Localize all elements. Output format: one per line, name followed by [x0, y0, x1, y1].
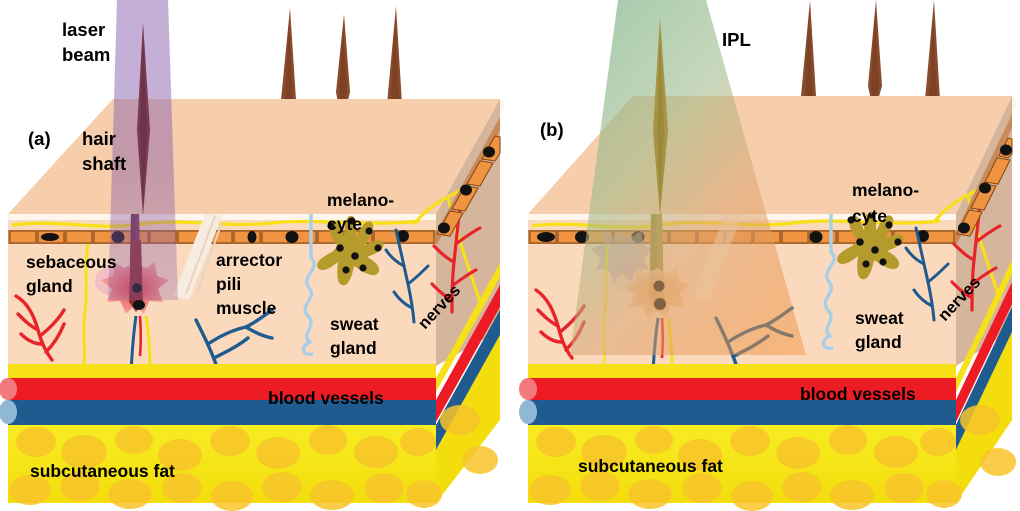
hair-shaft-label-line1: hair	[82, 128, 116, 149]
panel-b-ipl: (b) IPL melano- cyte sweat gland nerves …	[510, 0, 1020, 511]
sweat-gland-label-line1: sweat	[855, 308, 904, 328]
ipl-beam-cone[interactable]	[570, 0, 806, 355]
sweat-gland-label-line2: gland	[855, 332, 902, 352]
arrector-pili-label-line1: arrector	[216, 250, 282, 270]
melanocyte-label-line1: melano-	[852, 180, 919, 200]
panel-b-illustration: (b) IPL melano- cyte sweat gland nerves …	[519, 0, 1018, 511]
arrector-pili-label-line3: muscle	[216, 298, 277, 318]
epidermis-side-strip	[956, 114, 1013, 246]
sweat-gland-label-line2: gland	[330, 338, 377, 358]
hair-shaft-label-line2: shaft	[82, 153, 126, 174]
panel-a-tag: (a)	[28, 128, 51, 149]
vein-tree-centre	[194, 308, 274, 408]
capillary-network-left	[14, 294, 66, 362]
sebaceous-gland-label-line2: gland	[26, 276, 73, 296]
laser-beam-label-line2: beam	[62, 44, 110, 65]
ipl-label: IPL	[722, 29, 751, 50]
epidermis-white-sliver	[8, 214, 436, 220]
panel-a-laser: (a) laser beam hair shaft sebaceous glan…	[0, 0, 506, 511]
melanocyte-label-line2: cyte	[327, 214, 362, 234]
subcutaneous-fat-layer	[8, 335, 500, 511]
deep-vascular-bands	[519, 260, 1012, 450]
dermal-nerve-left	[82, 243, 90, 369]
subcutaneous-fat-label: subcutaneous fat	[578, 456, 723, 476]
panel-b-tag: (b)	[540, 119, 564, 140]
laser-beam-label-line1: laser	[62, 19, 105, 40]
bulb-melanin-2	[133, 300, 145, 310]
side-face-vasculature	[904, 114, 1013, 322]
melanin-granules	[537, 230, 929, 243]
subcutaneous-fat-layer	[528, 332, 1016, 511]
subcutaneous-fat-label: subcutaneous fat	[30, 461, 175, 481]
side-face-vasculature	[384, 117, 501, 324]
epidermis-side-strip	[436, 117, 501, 246]
arrector-pili-muscle-body	[173, 214, 223, 300]
sweat-gland-duct	[301, 214, 316, 356]
hair-shaft-in-beam	[653, 18, 668, 216]
hair-shaft-in-beam	[137, 22, 150, 216]
sweat-gland-label-line1: sweat	[330, 314, 379, 334]
melanocyte-label-line2: cyte	[852, 206, 887, 226]
blood-vessels-label: blood vessels	[800, 384, 916, 404]
arrector-pili-label-line2: pili	[216, 274, 241, 294]
melanocyte-body	[317, 216, 384, 286]
melanocyte-label-line1: melano-	[327, 190, 394, 210]
blood-vessels-label: blood vessels	[268, 388, 384, 408]
melanocyte-body	[837, 214, 904, 280]
sweat-gland-duct	[821, 214, 836, 350]
follicle-artery	[138, 315, 143, 357]
follicle-nerve	[144, 315, 152, 369]
sebaceous-gland-label-line1: sebaceous	[26, 252, 117, 272]
panel-a-illustration: (a) laser beam hair shaft sebaceous glan…	[0, 0, 506, 511]
